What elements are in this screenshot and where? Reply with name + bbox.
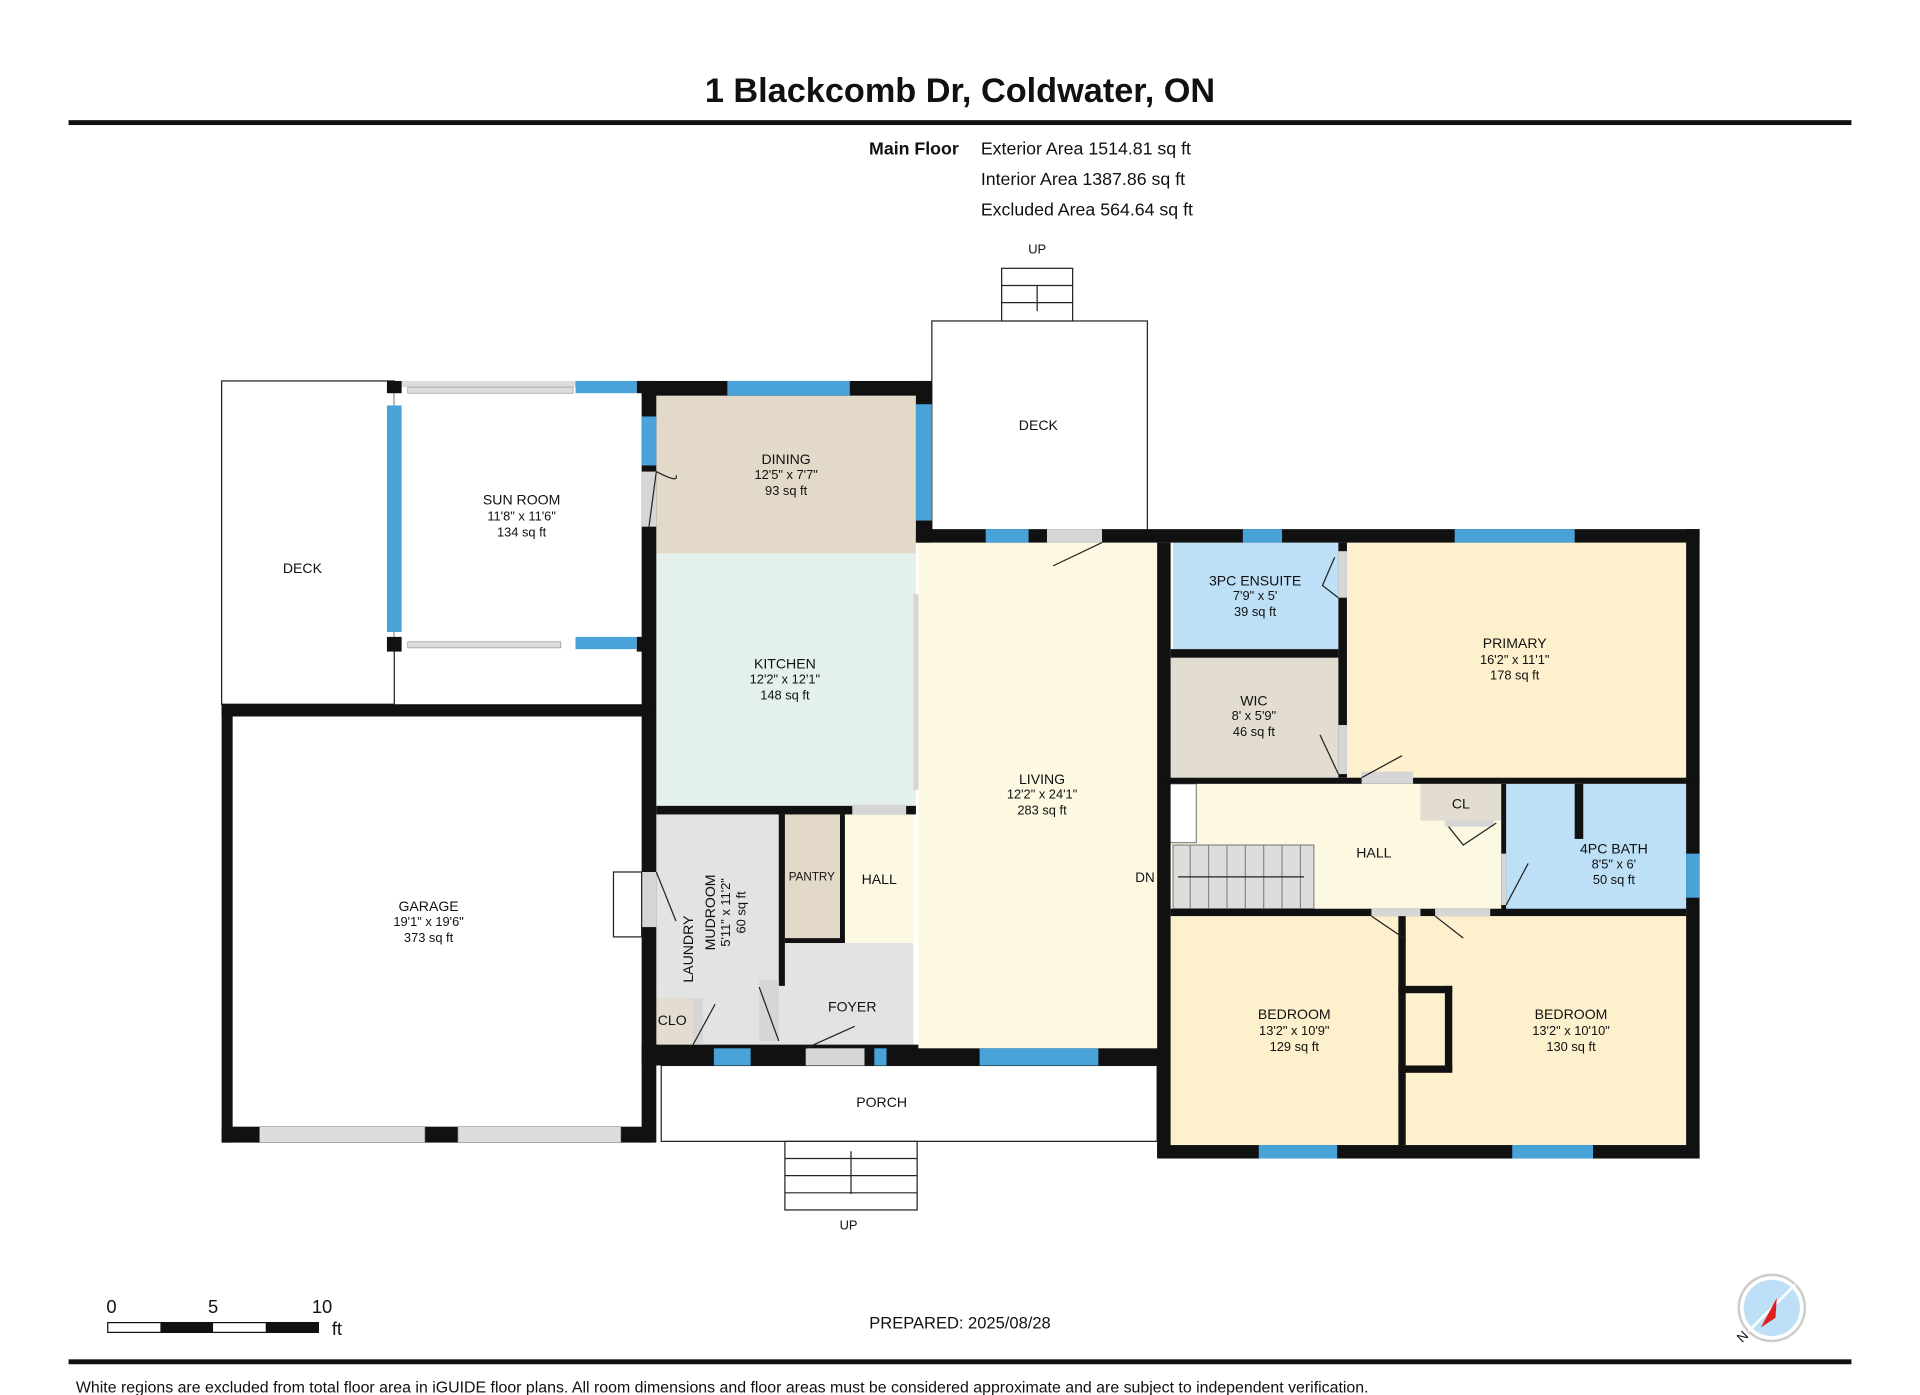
sun-room-name: SUN ROOM xyxy=(483,492,560,508)
dining-area: 93 sq ft xyxy=(765,483,808,498)
hall-small-label: HALL xyxy=(862,871,897,887)
bedroom-1-dims: 13'2" x 10'9" xyxy=(1259,1023,1330,1038)
stairs-up-top xyxy=(1001,267,1074,322)
hall-main-label: HALL xyxy=(1356,844,1391,860)
room-primary xyxy=(1346,542,1687,778)
prepared-date: PREPARED: 2025/08/28 xyxy=(869,1314,1050,1333)
living-area: 283 sq ft xyxy=(1017,802,1067,817)
deck-left-label: DECK xyxy=(283,560,323,576)
ensuite-dims: 7'9" x 5' xyxy=(1233,588,1277,603)
scale-tick-5: 5 xyxy=(208,1296,218,1317)
primary-name: PRIMARY xyxy=(1483,635,1547,651)
room-hall-small xyxy=(844,814,914,944)
wic-name: WIC xyxy=(1240,692,1267,708)
interior-area: Interior Area 1387.86 sq ft xyxy=(981,169,1185,189)
room-bath xyxy=(1506,783,1687,913)
scale-bar xyxy=(107,1321,319,1334)
stairs-down xyxy=(1168,783,1315,910)
room-closet xyxy=(1420,783,1502,821)
garage-dims: 19'1" x 19'6" xyxy=(393,914,464,929)
scale-tick-0: 0 xyxy=(106,1296,116,1317)
room-bedroom-1 xyxy=(1170,916,1403,1146)
stairs-up-bottom-label: UP xyxy=(840,1218,858,1233)
mudroom-area: 60 sq ft xyxy=(734,891,749,934)
floor-name: Main Floor xyxy=(869,138,959,158)
dining-dims: 12'5" x 7'7" xyxy=(754,467,818,482)
footer-divider xyxy=(68,1359,1852,1365)
bath-area: 50 sq ft xyxy=(1593,872,1636,887)
room-clo xyxy=(652,998,694,1045)
deck-top-label: DECK xyxy=(1019,417,1059,433)
room-sun-room xyxy=(394,387,647,647)
stairs-up-top-label: UP xyxy=(1028,242,1046,257)
deck-left xyxy=(221,380,395,705)
clo-label: CLO xyxy=(658,1012,687,1028)
page-title: 1 Blackcomb Dr, Coldwater, ON xyxy=(705,72,1215,110)
garage-name: GARAGE xyxy=(398,898,458,914)
excluded-area: Excluded Area 564.64 sq ft xyxy=(981,200,1193,220)
compass-icon xyxy=(1737,1273,1807,1343)
walls xyxy=(221,380,1700,1159)
pantry-label: PANTRY xyxy=(789,871,835,884)
stairs-up-bottom xyxy=(784,1140,918,1211)
windows xyxy=(259,380,1700,1159)
foyer-label: FOYER xyxy=(828,999,877,1015)
closet-label: CL xyxy=(1452,795,1470,811)
room-kitchen xyxy=(656,553,916,809)
room-foyer xyxy=(784,943,914,1049)
disclaimer: White regions are excluded from total fl… xyxy=(76,1379,1369,1395)
room-ensuite xyxy=(1173,542,1339,650)
ensuite-name: 3PC ENSUITE xyxy=(1209,572,1301,588)
bedroom-2-area: 130 sq ft xyxy=(1546,1039,1596,1054)
room-dining xyxy=(656,395,916,554)
mudroom-name: MUDROOM xyxy=(702,874,718,950)
living-name: LIVING xyxy=(1019,771,1065,787)
bedroom-1-name: BEDROOM xyxy=(1258,1006,1331,1022)
mudroom-dims: 5'11" x 11'2" xyxy=(718,878,733,947)
room-mudroom xyxy=(656,814,782,986)
stairs-down-label: DN xyxy=(1135,870,1154,885)
living-dims: 12'2" x 24'1" xyxy=(1007,787,1078,802)
bedroom-1-area: 129 sq ft xyxy=(1270,1039,1320,1054)
room-wic xyxy=(1170,657,1339,778)
doors xyxy=(612,471,1529,1066)
wic-dims: 8' x 5'9" xyxy=(1232,708,1277,723)
room-living xyxy=(918,542,1164,1049)
ensuite-area: 39 sq ft xyxy=(1234,604,1277,619)
header-divider xyxy=(68,120,1852,126)
scale-tick-10: 10 xyxy=(312,1296,332,1317)
primary-dims: 16'2" x 11'1" xyxy=(1480,652,1550,667)
scale-unit: ft xyxy=(332,1318,342,1339)
sun-room-area: 134 sq ft xyxy=(497,524,547,539)
bedroom-2-dims: 13'2" x 10'10" xyxy=(1532,1023,1610,1038)
bath-name: 4PC BATH xyxy=(1580,841,1648,857)
primary-area: 178 sq ft xyxy=(1490,668,1540,683)
kitchen-area: 148 sq ft xyxy=(760,687,810,702)
porch-label: PORCH xyxy=(856,1094,907,1110)
room-pantry xyxy=(784,814,840,941)
wic-area: 46 sq ft xyxy=(1233,724,1276,739)
garage-area: 373 sq ft xyxy=(404,930,454,945)
kitchen-name: KITCHEN xyxy=(754,656,816,672)
sun-room-dims: 11'8" x 11'6" xyxy=(487,509,556,524)
porch xyxy=(660,1064,1158,1142)
deck-top xyxy=(931,320,1148,534)
room-garage xyxy=(232,716,642,1127)
exterior-area: Exterior Area 1514.81 sq ft xyxy=(981,138,1191,158)
kitchen-dims: 12'2" x 12'1" xyxy=(750,671,821,686)
bath-dims: 8'5" x 6' xyxy=(1592,856,1636,871)
bedroom-2-name: BEDROOM xyxy=(1535,1006,1608,1022)
dining-name: DINING xyxy=(761,451,810,467)
laundry-label: LAUNDRY xyxy=(680,915,696,983)
